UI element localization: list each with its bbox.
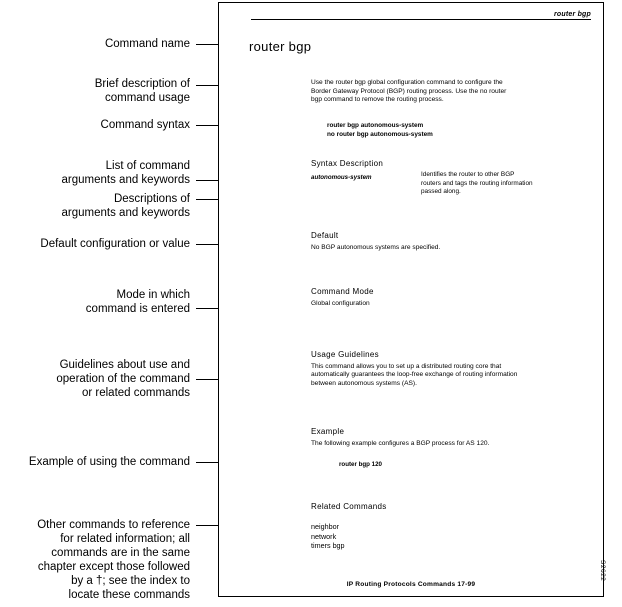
- example-body: The following example configures a BGP p…: [311, 439, 490, 447]
- annotation-usage-guidelines: Guidelines about use and operation of th…: [56, 359, 190, 399]
- figure-id-label: S2622: [599, 560, 606, 582]
- command-mode-body: Global configuration: [311, 299, 370, 307]
- header-rule: [251, 19, 591, 20]
- annotation-argument-descriptions: Descriptions of arguments and keywords: [61, 193, 190, 219]
- command-syntax-block: router bgp autonomous-system no router b…: [327, 121, 433, 139]
- annotation-command-name: Command name: [104, 38, 190, 50]
- related-commands-list: neighbor network timers bgp: [311, 522, 345, 551]
- related-command-item: network: [311, 531, 337, 541]
- syntax-line-2: no router bgp autonomous-system: [327, 131, 433, 138]
- default-section: Default No BGP autonomous systems are sp…: [311, 231, 571, 252]
- syntax-description-section: Syntax Description: [311, 159, 571, 172]
- example-command: router bgp 120: [339, 461, 382, 468]
- related-command-item: neighbor: [311, 522, 339, 531]
- usage-guidelines-body: This command allows you to set up a dist…: [311, 362, 518, 387]
- running-header-text: router bgp: [554, 11, 591, 18]
- syntax-argument-definition: Identifies the router to other BGP route…: [421, 171, 533, 196]
- command-title: router bgp: [249, 39, 312, 54]
- related-command-item: timers bgp: [311, 541, 345, 551]
- syntax-line-1: router bgp autonomous-system: [327, 122, 424, 129]
- usage-guidelines-heading: Usage Guidelines: [311, 350, 379, 359]
- example-section: Example The following example configures…: [311, 427, 583, 448]
- syntax-description-heading: Syntax Description: [311, 159, 384, 168]
- page-footer: IP Routing Protocols Commands 17-99: [346, 581, 476, 588]
- related-commands-heading: Related Commands: [311, 502, 387, 511]
- example-heading: Example: [311, 427, 345, 436]
- default-heading: Default: [311, 231, 339, 240]
- command-mode-section: Command Mode Global configuration: [311, 287, 571, 308]
- annotation-brief-description: Brief description of command usage: [94, 78, 190, 104]
- command-description: Use the router bgp global configuration …: [311, 79, 507, 104]
- usage-guidelines-section: Usage Guidelines This command allows you…: [311, 350, 583, 388]
- annotation-command-mode: Mode in which command is entered: [85, 289, 190, 315]
- related-commands-section: Related Commands: [311, 502, 571, 515]
- leader-line-command-name: [196, 44, 236, 45]
- page-running-header: router bgp: [251, 11, 591, 20]
- default-body: No BGP autonomous systems are specified.: [311, 243, 441, 251]
- command-mode-heading: Command Mode: [311, 287, 374, 296]
- annotation-related-commands: Other commands to reference for related …: [37, 519, 190, 601]
- annotation-default-value: Default configuration or value: [40, 238, 190, 250]
- annotation-command-syntax: Command syntax: [100, 119, 190, 131]
- syntax-argument-name: autonomous-system: [311, 174, 372, 181]
- annotation-argument-list: List of command arguments and keywords: [61, 160, 190, 186]
- manual-page-box: router bgp router bgp Use the router bgp…: [218, 2, 604, 597]
- annotation-example: Example of using the command: [28, 456, 190, 468]
